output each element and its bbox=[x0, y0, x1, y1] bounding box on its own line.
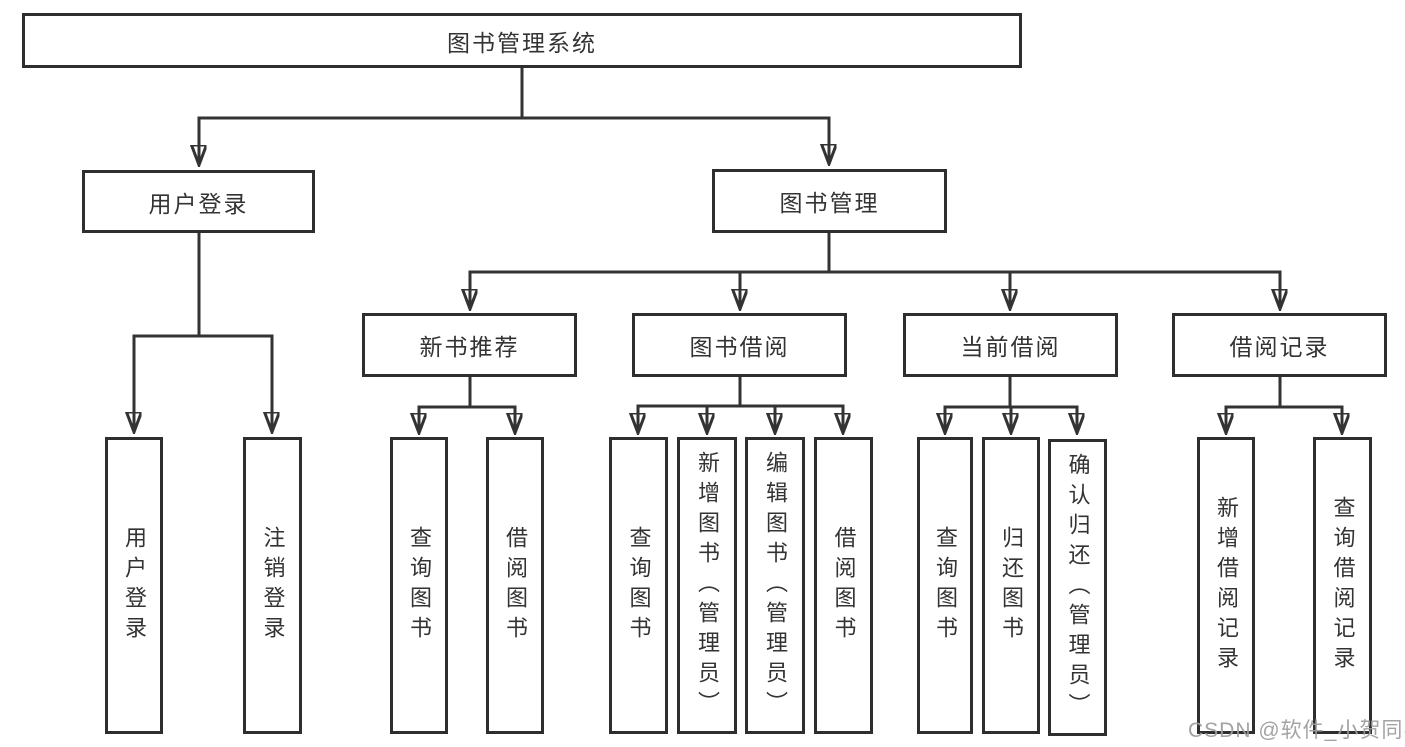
leaf-borrow-borrow-books: 借阅图书 bbox=[814, 437, 873, 734]
leaf-borrow-query-books: 查询图书 bbox=[609, 437, 668, 734]
leaf-current-return-books: 归还图书 bbox=[982, 437, 1040, 734]
node-user-login: 用户登录 bbox=[82, 170, 315, 233]
node-book-management: 图书管理 bbox=[712, 169, 947, 233]
leaf-recommend-borrow-books: 借阅图书 bbox=[486, 437, 544, 734]
leaf-borrow-add-books-admin: 新增图书（管理员） bbox=[677, 437, 737, 734]
node-borrow-records: 借阅记录 bbox=[1172, 313, 1387, 377]
leaf-current-query-books: 查询图书 bbox=[917, 437, 973, 734]
leaf-user-login: 用户登录 bbox=[105, 437, 163, 734]
leaf-borrow-edit-books-admin: 编辑图书（管理员） bbox=[745, 437, 805, 734]
node-new-book-recommend: 新书推荐 bbox=[362, 313, 577, 377]
node-library-system: 图书管理系统 bbox=[22, 13, 1022, 68]
leaf-records-add-record: 新增借阅记录 bbox=[1197, 437, 1255, 734]
leaf-records-query-record: 查询借阅记录 bbox=[1313, 437, 1372, 734]
node-book-borrow: 图书借阅 bbox=[632, 313, 847, 377]
node-current-borrow: 当前借阅 bbox=[903, 313, 1118, 377]
watermark: CSDN @软件_小贺同学 bbox=[1188, 719, 1405, 742]
leaf-logout-login: 注销登录 bbox=[243, 437, 302, 734]
leaf-current-confirm-return-admin: 确认归还（管理员） bbox=[1048, 439, 1107, 736]
leaf-recommend-query-books: 查询图书 bbox=[390, 437, 448, 734]
